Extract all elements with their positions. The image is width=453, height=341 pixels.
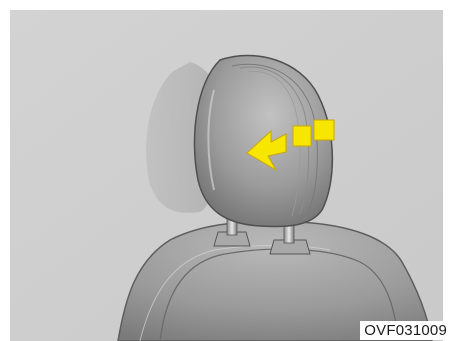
figure-code-label: OVF031009 (360, 321, 450, 340)
